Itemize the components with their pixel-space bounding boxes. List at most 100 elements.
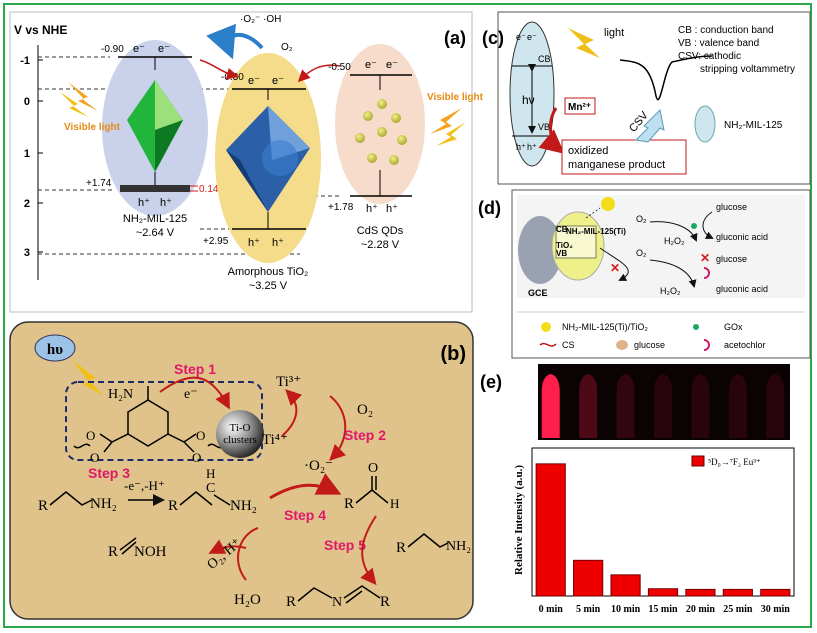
oxygen-atom: O — [86, 428, 95, 443]
step-label: Step 5 — [324, 537, 366, 553]
r-group: R — [168, 498, 178, 514]
vial-1 — [579, 374, 598, 438]
legend-label: GOx — [724, 322, 743, 332]
cds-cb-value: -0.50 — [328, 62, 351, 73]
r-group: R — [380, 594, 390, 610]
ti3-label: Ti³⁺ — [276, 374, 301, 390]
x-tick-label: 30 min — [761, 604, 791, 615]
mof-legend-icon — [694, 105, 716, 143]
hydrogen-atom: H — [206, 466, 215, 481]
vial-4 — [691, 374, 710, 438]
mof-tio2-legend-icon — [541, 322, 551, 332]
y-axis-label: Relative Intensity (a.u.) — [513, 465, 525, 575]
blocked-cross-icon: ✕ — [700, 251, 710, 265]
bar-2 — [610, 574, 641, 597]
ti-o-cluster-sphere — [216, 410, 264, 458]
product-label: manganese product — [568, 159, 665, 171]
ti4-label: Ti⁴⁺ — [262, 432, 288, 448]
visible-light-label: Visible light — [427, 92, 484, 103]
panel-b: (b) hυ H₂N O O O O Ti-O clusters Step 1 … — [9, 321, 474, 620]
carbon-atom: C — [206, 481, 215, 496]
hole-label: h⁺ — [527, 142, 537, 152]
ti-reoxidation-arrow — [281, 389, 303, 437]
electron-label: e⁻ — [133, 43, 145, 55]
vial-5 — [728, 374, 747, 438]
bar-4 — [685, 588, 716, 597]
electron-label: e⁻ — [516, 32, 526, 42]
h2o2-label: H₂O₂ — [660, 286, 681, 296]
r-group: R — [396, 540, 406, 556]
hv-badge — [34, 334, 76, 362]
lightning-icon — [568, 28, 600, 58]
radical-label: ·O₂⁻ ·OH — [240, 14, 281, 25]
tio2-gap: ~3.25 V — [249, 280, 288, 292]
cds-vb-value: +1.78 — [328, 202, 354, 213]
panel-c: (c) CB VB e⁻ e⁻ h⁺ h⁺ hν light CB : cond… — [482, 11, 811, 185]
vb-label: VB — [556, 249, 567, 258]
nh2-vb-bar — [120, 185, 190, 192]
panel-a: V vs NHE -1 0 1 2 3 (a) -0.90 e⁻ e⁻ — [9, 11, 484, 313]
r-group: R — [108, 544, 118, 560]
gox-icon — [691, 223, 697, 229]
tio2-label: TiO₂ — [556, 241, 573, 250]
gluconic-acid-label: gluconic acid — [716, 284, 768, 294]
bar-1 — [573, 559, 604, 597]
oxygen-atom: O — [90, 450, 99, 465]
tio2-name: Amorphous TiO₂ — [228, 266, 309, 278]
bar-series — [535, 463, 791, 597]
oxygen-atom: O — [368, 461, 378, 476]
electron-label: e⁻ — [158, 43, 170, 55]
electron-label: e⁻ — [184, 387, 198, 402]
x-tick-label: 25 min — [723, 604, 753, 615]
csv-arrow — [634, 108, 665, 143]
oxidation-label: -e⁻,-H⁺ — [124, 478, 165, 493]
bar-0 — [535, 463, 566, 597]
product-box — [561, 139, 687, 175]
panel-letter: (d) — [478, 198, 501, 218]
oxygen-atom: O — [192, 450, 201, 465]
light-source-icon — [601, 197, 615, 211]
electron-label: e⁻ — [386, 59, 398, 71]
o2-label: O₂ — [357, 402, 373, 418]
cb-label: CB — [556, 225, 568, 234]
legend-label: CS — [562, 340, 575, 350]
r-group: R — [286, 594, 296, 610]
step5-arrow — [360, 515, 377, 586]
panel-e: (e) Relative Intensity (a.u.) ⁵D₀→⁷F₂ Eu… — [480, 364, 810, 626]
o2-label: O₂ — [636, 214, 647, 224]
hole-label: h⁺ — [386, 203, 398, 215]
legend-line: CB : conduction band — [678, 25, 774, 36]
tick-label: 1 — [24, 148, 30, 160]
lightning-icon — [430, 108, 466, 146]
vial-3 — [654, 374, 672, 438]
acetochlor-icon — [703, 267, 710, 279]
h2o2-label: H₂O₂ — [664, 236, 685, 246]
gce-electrode — [518, 216, 562, 284]
r-group: R — [38, 498, 48, 514]
x-tick-label: 10 min — [611, 604, 641, 615]
oxidation-arrow — [538, 107, 565, 154]
vb-label: VB — [538, 122, 550, 132]
x-tick-label: 0 min — [539, 604, 564, 615]
hole-label: h⁺ — [160, 197, 172, 209]
superoxide-label: ·O₂⁻ — [304, 458, 333, 474]
visible-light-label: Visible light — [64, 122, 121, 133]
tick-label: 0 — [24, 96, 30, 108]
hydrogen-atom: H — [390, 496, 399, 511]
hole-label: h⁺ — [366, 203, 378, 215]
cluster-label: clusters — [223, 434, 257, 446]
bar-3 — [647, 588, 679, 597]
blocked-cross-icon: ✕ — [610, 261, 620, 275]
bar-5 — [722, 588, 753, 597]
nitrogen-atom: N — [332, 595, 342, 610]
step1-arrow — [159, 376, 230, 410]
panel-letter: (e) — [480, 372, 502, 392]
glucose-label: glucose — [716, 202, 747, 212]
nh2-gap: ~2.64 V — [136, 227, 175, 239]
electron-label: e⁻ — [248, 75, 260, 87]
step-label: Step 3 — [88, 465, 130, 481]
step-label: Step 2 — [344, 427, 386, 443]
vial-0 — [541, 374, 560, 438]
